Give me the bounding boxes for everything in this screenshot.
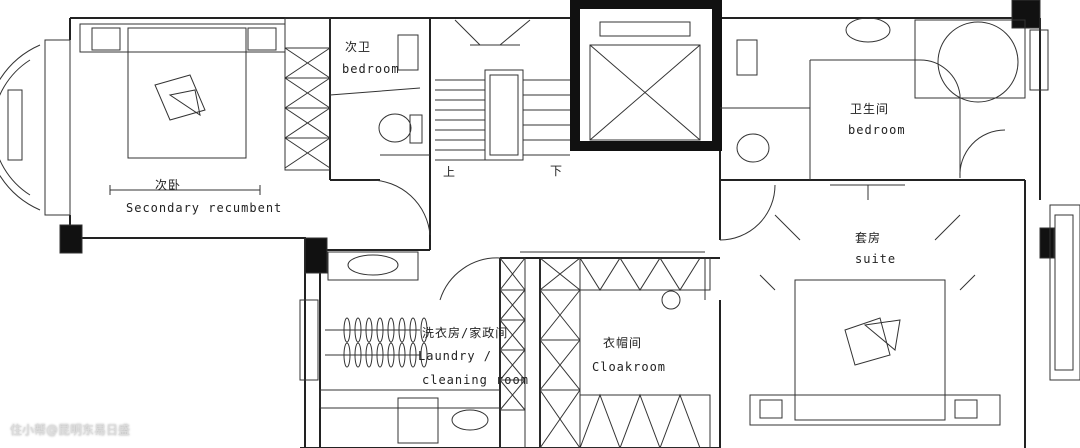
- hanger-icon: [398, 317, 406, 343]
- hanger-icon: [398, 342, 406, 368]
- suite-bed: [749, 184, 1001, 426]
- suite-label-en: suite: [855, 252, 897, 266]
- hanger-icon: [365, 317, 373, 343]
- laundry-hangers: [343, 317, 428, 368]
- hanger-icon: [387, 317, 395, 343]
- stairs: [435, 19, 570, 161]
- laundry-label-en-2: cleaning room: [422, 373, 529, 387]
- stairs-up-label: 上: [443, 165, 457, 179]
- cloakroom-label-en: Cloakroom: [592, 360, 667, 374]
- hanger-icon: [343, 317, 351, 343]
- secondary-bath-label-en: bedroom: [342, 62, 400, 76]
- secondary-bed: [79, 23, 286, 195]
- wall-column: [59, 224, 83, 254]
- bay-window: [0, 39, 71, 216]
- watermark: 住小帮@昆明东易日盛: [10, 423, 131, 437]
- laundry-label-en-1: Laundry /: [418, 349, 493, 363]
- hanger-icon: [420, 317, 428, 343]
- wardrobe-left: [284, 17, 331, 171]
- hanger-icon: [354, 317, 362, 343]
- doors: [439, 184, 776, 301]
- elevator: [570, 0, 722, 151]
- hanger-icon: [376, 342, 384, 368]
- stairs-down-label: 下: [550, 164, 564, 178]
- hanger-icon: [409, 317, 417, 343]
- secondary-bath-label-cn: 次卫: [345, 40, 372, 54]
- wall-column: [304, 237, 328, 274]
- master-bath-label-cn: 卫生间: [850, 102, 890, 116]
- hanger-icon: [409, 342, 417, 368]
- suite-label-cn: 套房: [855, 231, 882, 245]
- master-bath-fixtures: [720, 17, 1049, 180]
- laundry-label-cn: 洗衣房/家政间: [422, 326, 509, 340]
- wall-column: [1039, 227, 1055, 259]
- hanger-icon: [365, 342, 373, 368]
- secondary-bedroom-label-en: Secondary recumbent: [126, 201, 283, 215]
- right-balcony: [1049, 204, 1080, 381]
- laundry-fixtures: [299, 251, 501, 444]
- cloakroom-label-cn: 衣帽间: [603, 336, 643, 350]
- hanger-icon: [343, 342, 351, 368]
- secondary-bedroom-label-cn: 次卧: [155, 178, 182, 192]
- hanger-icon: [420, 342, 428, 368]
- walls: [69, 17, 1041, 448]
- hanger-icon: [387, 342, 395, 368]
- secondary-bath-fixtures: [329, 34, 431, 236]
- master-bath-label-en: bedroom: [848, 123, 906, 137]
- wall-column: [1011, 0, 1041, 29]
- cloakroom-cabinets: [499, 257, 711, 448]
- hanger-icon: [376, 317, 384, 343]
- hanger-icon: [354, 342, 362, 368]
